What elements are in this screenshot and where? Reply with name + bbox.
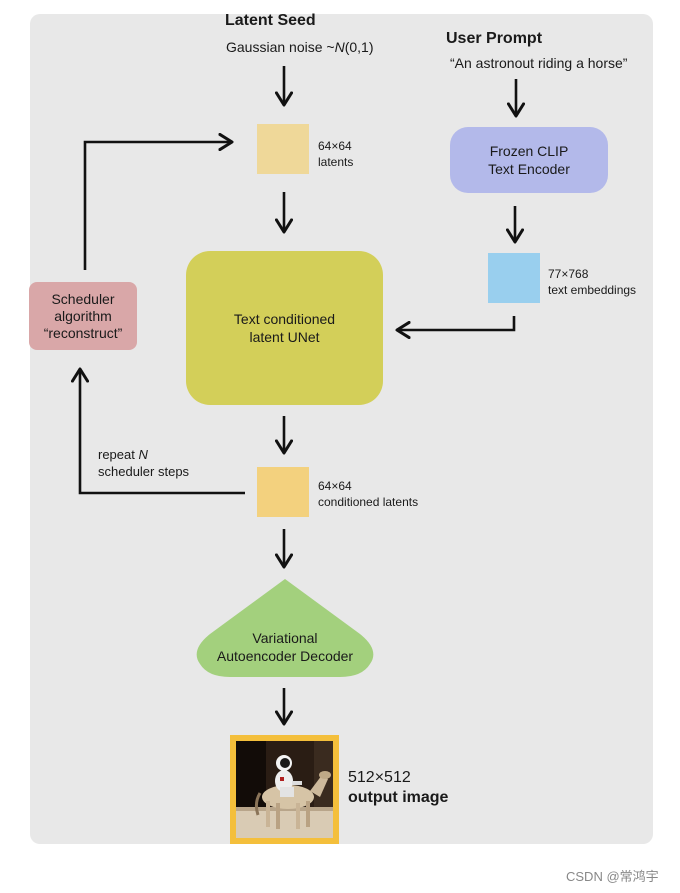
latents-size: 64×64 [318, 139, 352, 153]
unet-line2: latent UNet [249, 329, 320, 345]
noise-params: (0,1) [344, 39, 374, 55]
user-prompt-text: “An astronout riding a horse” [450, 55, 628, 71]
latent-seed-title: Latent Seed [225, 12, 316, 29]
conditioned-latents-label: 64×64 conditioned latents [318, 478, 418, 510]
arrow-scheduler-to-latents [83, 132, 234, 270]
output-image-label: output image [348, 789, 449, 806]
scheduler-line3: “reconstruct” [43, 324, 123, 341]
noise-prefix: Gaussian noise ~ [226, 39, 335, 55]
vae-line1: Variational [252, 630, 318, 646]
text-embeddings-label: 77×768 text embeddings [548, 266, 636, 298]
watermark: CSDN @常鸿宇 [566, 869, 659, 884]
user-prompt-title: User Prompt [446, 30, 543, 47]
repeat-prefix: repeat [98, 447, 139, 462]
unet-line1: Text conditioned [233, 311, 336, 327]
output-size-label: 512×512 [348, 769, 411, 786]
clip-text-encoder-box: Frozen CLIP Text Encoder [450, 127, 608, 193]
scheduler-line2: algorithm [54, 307, 112, 324]
text-embeddings-block [488, 253, 540, 303]
embeddings-size: 77×768 [548, 267, 589, 281]
latent-unet-box: Text conditioned latent UNet [186, 251, 383, 405]
scheduler-line1: Scheduler [51, 290, 115, 307]
noise-symbol: N [334, 39, 345, 55]
clip-line2: Text Encoder [488, 161, 570, 177]
astronaut-horse-image [236, 741, 333, 838]
embeddings-name: text embeddings [548, 283, 637, 297]
repeat-line2: scheduler steps [98, 464, 190, 479]
latents-block [257, 124, 309, 174]
latents-name: latents [318, 155, 354, 169]
arrow-conditioned-to-scheduler [70, 367, 245, 495]
conditioned-name: conditioned latents [318, 495, 419, 509]
arrow-embeddings-to-unet [395, 316, 516, 340]
conditioned-size: 64×64 [318, 479, 352, 493]
latents-label: 64×64 latents [318, 138, 353, 170]
clip-line1: Frozen CLIP [489, 143, 569, 159]
vae-decoder-shape [196, 579, 374, 677]
output-image-frame [230, 735, 339, 844]
repeat-symbol: N [138, 447, 148, 462]
conditioned-latents-block [257, 467, 309, 517]
vae-line2: Autoencoder Decoder [216, 648, 354, 664]
gaussian-noise-label: Gaussian noise ~N(0,1) [226, 39, 374, 55]
